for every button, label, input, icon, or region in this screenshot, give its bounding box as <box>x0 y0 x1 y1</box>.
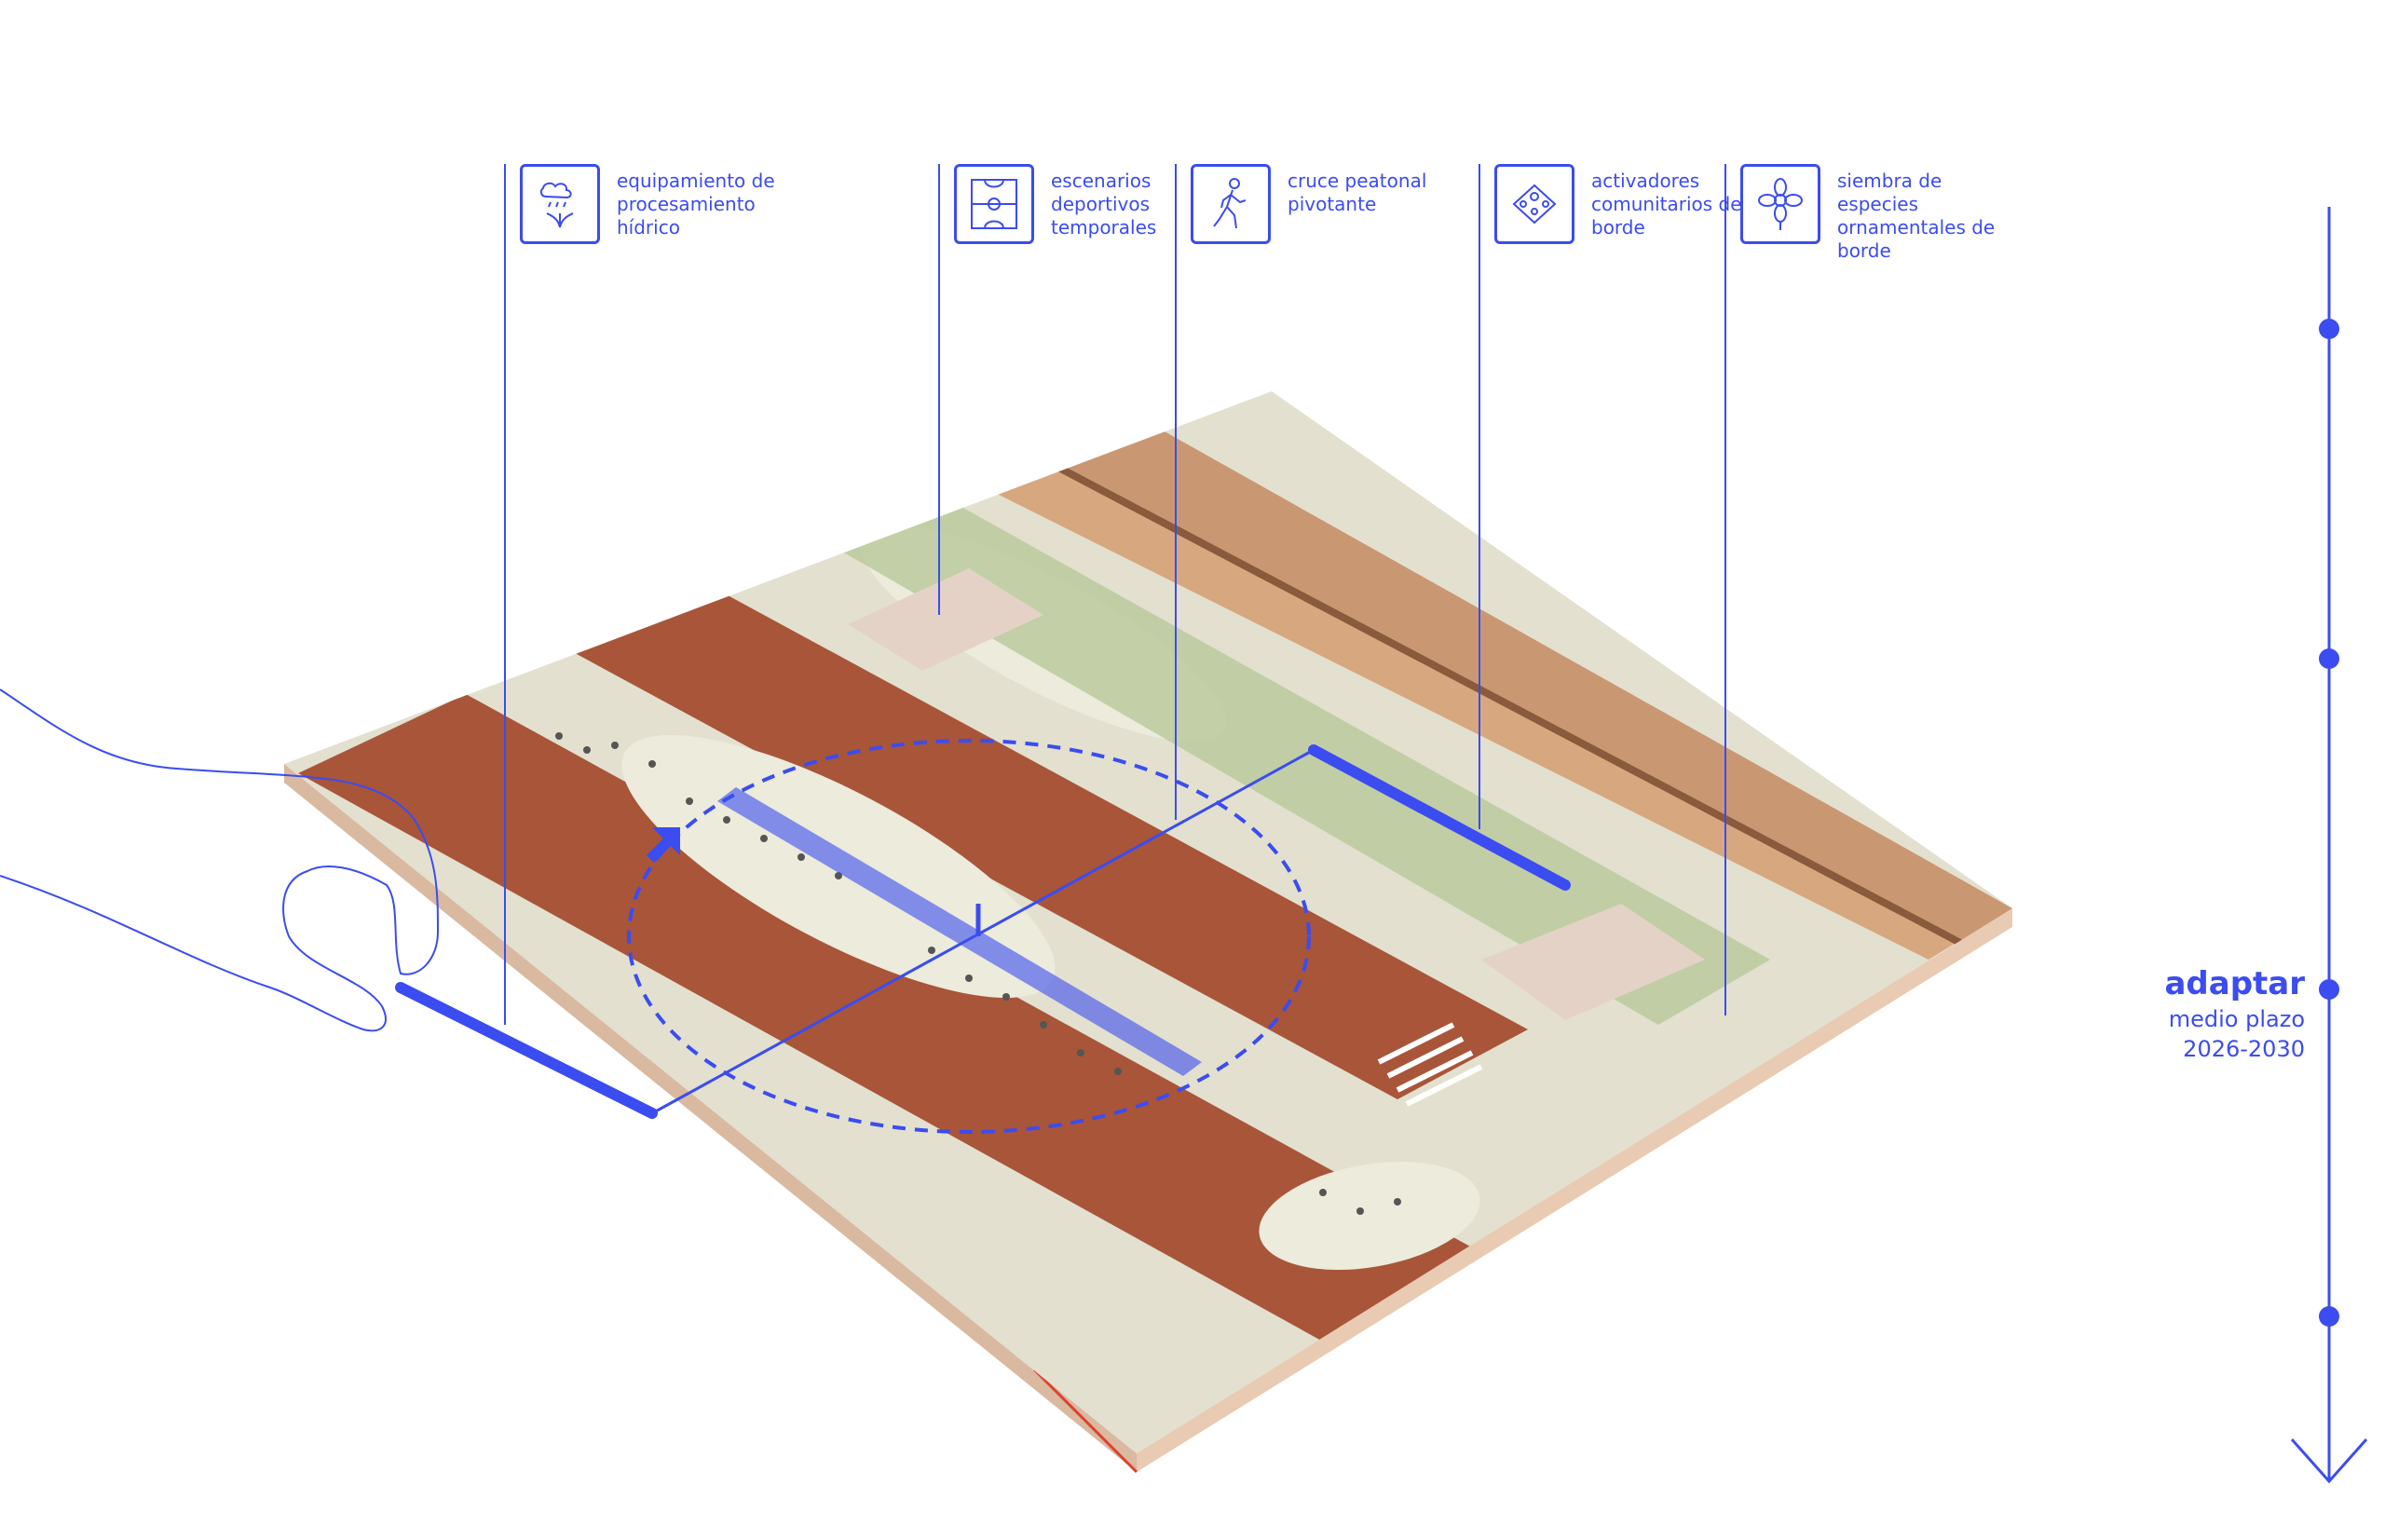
legend-label: siembra de especies ornamentales de bord… <box>1837 170 1996 262</box>
legend-label: cruce peatonal pivotante <box>1288 170 1427 215</box>
flower-icon <box>1740 164 1820 244</box>
timeline-phase-label: adaptar medio plazo 2026-2030 <box>2164 963 2305 1064</box>
legend-label: equipamiento de procesamiento hídrico <box>617 170 775 238</box>
ground-island <box>1259 1161 1480 1271</box>
housing-block-row-2 <box>960 391 2012 941</box>
legend-label: activadores comunitarios de borde <box>1591 170 1742 238</box>
direction-arrow-icon <box>647 827 680 863</box>
timeline-arrowhead <box>2290 1438 2368 1484</box>
boulder-scatter <box>555 732 1401 1215</box>
phase-term: medio plazo <box>2168 1006 2305 1032</box>
plate-edge-accent <box>1032 1368 1138 1474</box>
legend-item-planting: siembra de especies ornamentales de bord… <box>1740 164 2014 263</box>
pivot-dashed-circle <box>627 739 1311 1134</box>
plate-side-right <box>1137 908 2012 1472</box>
rain-plant-icon <box>520 164 600 244</box>
hand-outline <box>0 688 440 1032</box>
taxiway-strip <box>689 899 1397 1304</box>
sports-court-icon <box>954 164 1034 244</box>
community-icon <box>1494 164 1574 244</box>
phase-name: adaptar <box>2164 965 2305 1002</box>
timeline-dot <box>2319 319 2339 339</box>
legend-item-community: activadores comunitarios de borde <box>1494 164 1768 244</box>
legend-item-water: equipamiento de procesamiento hídrico <box>520 164 794 244</box>
blue-pivot-band <box>717 787 1202 1076</box>
pedestrian-icon <box>1191 164 1271 244</box>
blue-track-front <box>395 982 658 1119</box>
plate-side-left <box>284 764 1137 1472</box>
runway-strip-north <box>522 554 1528 1099</box>
legend-item-crossing: cruce peatonal pivotante <box>1191 164 1465 244</box>
sports-canopy <box>848 568 1043 671</box>
legend-item-sports: escenarios deportivos temporales <box>954 164 1228 244</box>
street-between-rows <box>930 397 1968 949</box>
hangar-canopy <box>1481 904 1705 1020</box>
timeline-dot <box>2319 1306 2339 1327</box>
timeline-dot <box>2319 648 2339 669</box>
blue-track-diagonal <box>651 748 1315 1115</box>
timeline-dot-active <box>2319 979 2339 1000</box>
blue-track-back <box>1308 744 1571 891</box>
legend-label: escenarios deportivos temporales <box>1051 170 1157 238</box>
phase-years: 2026-2030 <box>2183 1036 2305 1062</box>
crosswalk-markings <box>1377 1022 1483 1107</box>
